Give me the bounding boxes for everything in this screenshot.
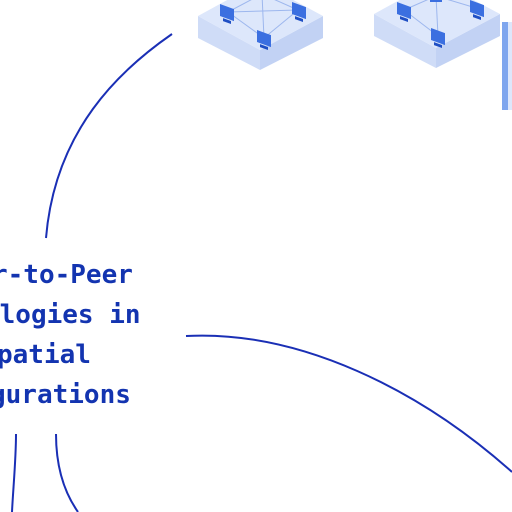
title-line-1: r-to-Peer: [0, 260, 133, 290]
computer-icon: [397, 2, 411, 23]
connector-curve-right: [185, 334, 512, 473]
side-panel: [502, 22, 512, 110]
connector-curve-bottom-mid: [55, 433, 79, 512]
computer-icon: [431, 28, 445, 49]
computer-icon: [470, 0, 484, 21]
computer-icon: [220, 4, 234, 25]
server-icon: [430, 0, 442, 2]
peer-network-illustration: [374, 0, 500, 68]
title-line-3: patial: [0, 340, 91, 370]
computer-icon: [292, 2, 306, 23]
title-line-2: ologies in: [0, 300, 141, 330]
peer-network-illustration: [198, 0, 323, 70]
connector-curve-bottom-left: [11, 433, 17, 512]
computer-icon: [257, 30, 271, 51]
title-line-4: gurations: [0, 380, 131, 410]
connector-curve-upper-left: [45, 33, 173, 239]
